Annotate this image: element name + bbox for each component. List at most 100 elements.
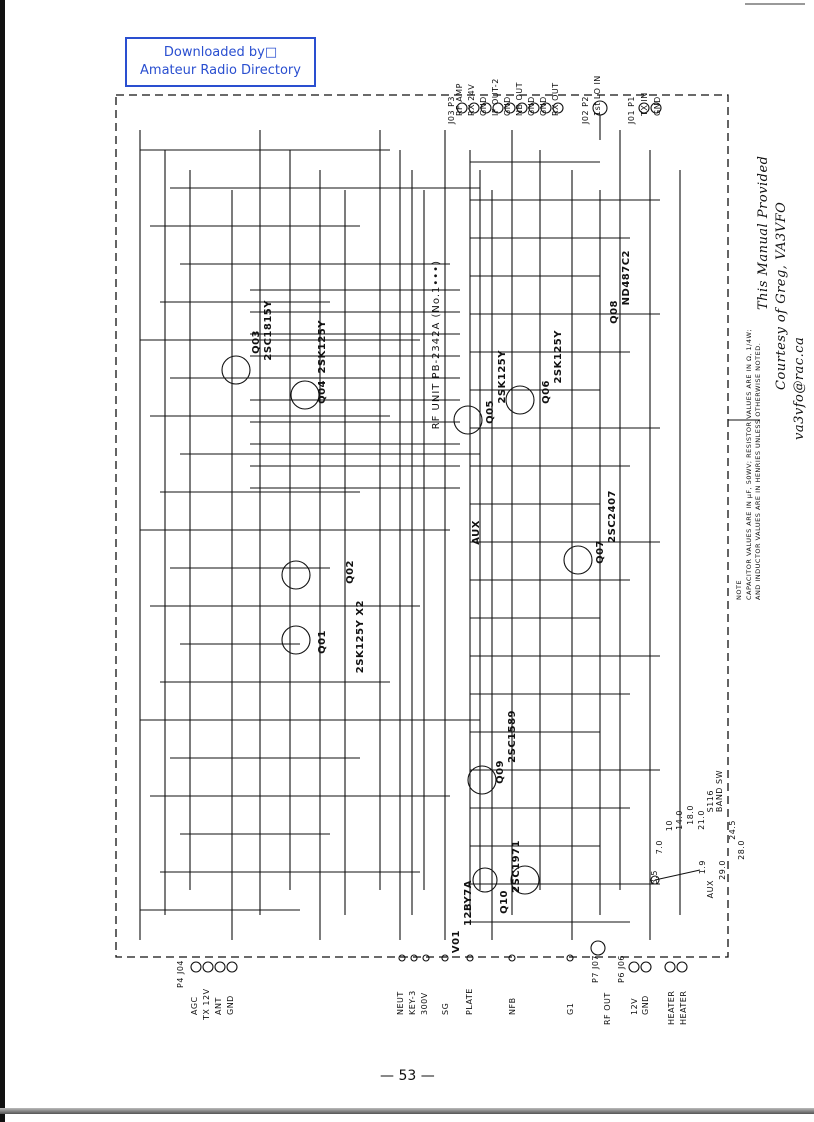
q05-type: 2SK125Y [497,350,508,404]
note-line-2: AND INDUCTOR VALUES ARE IN HENRIES UNLES… [754,342,762,600]
v01-type: 12BY7A [463,880,474,926]
terminal [398,954,406,962]
note-heading: NOTE [735,579,743,600]
q09-label: Q09 [495,760,506,784]
pin-circle [552,102,564,114]
conn-key3: KEY-3 [408,990,417,1015]
pin-circle [214,961,226,973]
pin-circle [468,102,480,114]
j03-pin-2: RX 24V [467,83,476,116]
pin-circle [650,102,662,114]
banner-line-1: Downloaded by□ [163,45,278,60]
q06-type: 2SK125Y [553,330,564,384]
conn-g1: G1 [566,1002,575,1015]
q03-label: Q03 [251,330,262,354]
coax-jack [590,940,606,956]
j03-pin-7: GND [527,96,536,116]
q03-type: 2SC1815Y [263,300,274,361]
download-banner[interactable]: Downloaded by□ Amateur Radio Directory [125,37,316,87]
conn-300v: 300V [420,992,429,1015]
j03-pin-3: GND [479,96,488,116]
pin-circle [676,961,688,973]
pin-circle [540,102,552,114]
band-switch-ref: S116 [706,790,715,813]
conn-nfb: NFB [508,997,517,1015]
band-pos-1.9: 1.9 [698,860,707,875]
terminal [441,954,449,962]
terminal [466,954,474,962]
pin-circle [640,961,652,973]
j02-pin: 1st LO IN [593,75,602,116]
transistor-symbol [221,355,251,385]
j03-pin-8: GND [539,96,548,116]
transistor-symbol [281,560,311,590]
transistor-symbol [290,380,320,410]
j07-ref: P7 J07 [591,955,600,983]
j03-pin-5: GND [503,96,512,116]
page-number: — 53 — [380,1068,435,1084]
j04-ref: P4 J04 [176,960,185,988]
heater-pin-1: HEATER [679,990,688,1025]
band-pos-24.5: 24.5 [728,820,737,840]
j01-pin-2: TX IN [640,92,649,116]
scan-bottom-edge [0,1108,814,1114]
heater-pin-2: HEATER [667,990,676,1025]
transistor-symbol [563,545,593,575]
pin-circle [638,102,650,114]
pin-circle [190,961,202,973]
band-pos-aux: AUX [706,880,715,899]
transistor-symbol [510,865,540,895]
terminal [410,954,418,962]
pin-circle [456,102,468,114]
band-pos-3.5: 3.5 [650,870,659,885]
transistor-symbol [467,765,497,795]
j02-ref: J02 P2 [581,96,590,124]
j04-pin-3: TX 12V [202,988,211,1020]
q02-label: Q02 [345,560,356,584]
credit-line-3: va3vfo@rac.ca [792,336,807,440]
scan-mark [745,3,805,5]
switch-contact [650,875,660,885]
j03-pin-1: RF AMP [455,83,464,116]
unit-boundary [115,94,729,958]
pin-circle [528,102,540,114]
pin-circle [664,961,676,973]
j03-pin-6: NB OUT [515,81,524,116]
note-line-1: CAPACITOR VALUES ARE IN µF, 50WV; RESIST… [745,328,753,600]
j06-pin-2: 12V [630,997,639,1015]
q06-label: Q06 [541,380,552,404]
pin-circle [492,102,504,114]
transistor-symbol [281,625,311,655]
j04-pin-4: AGC [190,996,199,1015]
tube-symbol [472,867,498,893]
terminal [422,954,430,962]
aux-label: AUX [471,520,482,545]
q07-type: 2SC2407 [607,490,618,543]
j01-pin-1: GND [653,96,662,116]
band-pos-18.0: 18.0 [686,805,695,825]
q01-label: Q01 [317,630,328,654]
q08-type: ND487C2 [621,250,632,306]
j06-pin-1: GND [641,995,650,1015]
terminal [566,954,574,962]
pin-circle [226,961,238,973]
pin-circle [628,961,640,973]
pin-circle [504,102,516,114]
conn-plate: PLATE [465,988,474,1015]
pin-circle [516,102,528,114]
terminal [508,954,516,962]
q09-type: 2SC1589 [507,710,518,763]
rf-out-label: RF OUT [603,992,612,1025]
scan-edge [0,0,5,1122]
q02-type: 2SK125Y X2 [355,600,366,674]
q10-label: Q10 [499,890,510,914]
band-pos-10: 10 [665,820,674,832]
q05-label: Q05 [485,400,496,424]
j01-ref: J01 P1 [627,96,636,124]
j04-pin-1: GND [226,995,235,1015]
band-pos-14.0: 14.0 [675,810,684,830]
j03-pin-4: IF OUT-2 [491,78,500,116]
banner-line-2: Amateur Radio Directory [140,63,301,78]
transistor-symbol [505,385,535,415]
pin-circle [480,102,492,114]
